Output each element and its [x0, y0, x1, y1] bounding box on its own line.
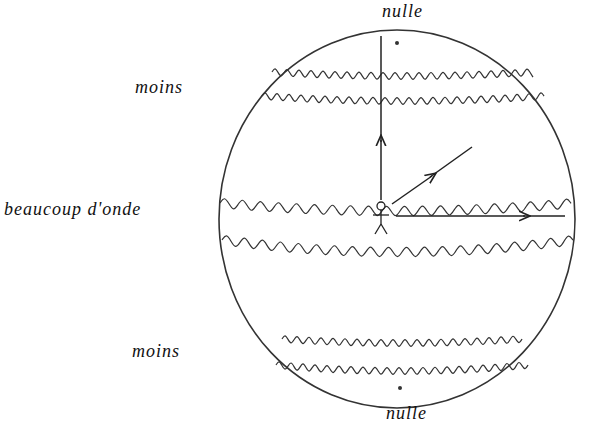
band-label: beaucoup d'onde [4, 200, 141, 220]
pole-dot [398, 386, 402, 390]
wave-line [272, 69, 533, 79]
wave-bands [220, 69, 573, 374]
wave-line [276, 362, 528, 374]
wave-line [282, 336, 522, 346]
ray-arrows [381, 36, 565, 216]
stick-figure [373, 202, 389, 234]
wave-line [262, 93, 544, 104]
band-label: moins [132, 342, 180, 362]
sphere-outline [219, 30, 575, 408]
pole-label: nulle [386, 404, 427, 424]
pole-dot [395, 41, 399, 45]
pole-label: nulle [382, 2, 423, 22]
wave-line [222, 236, 573, 257]
band-label: moins [135, 78, 183, 98]
